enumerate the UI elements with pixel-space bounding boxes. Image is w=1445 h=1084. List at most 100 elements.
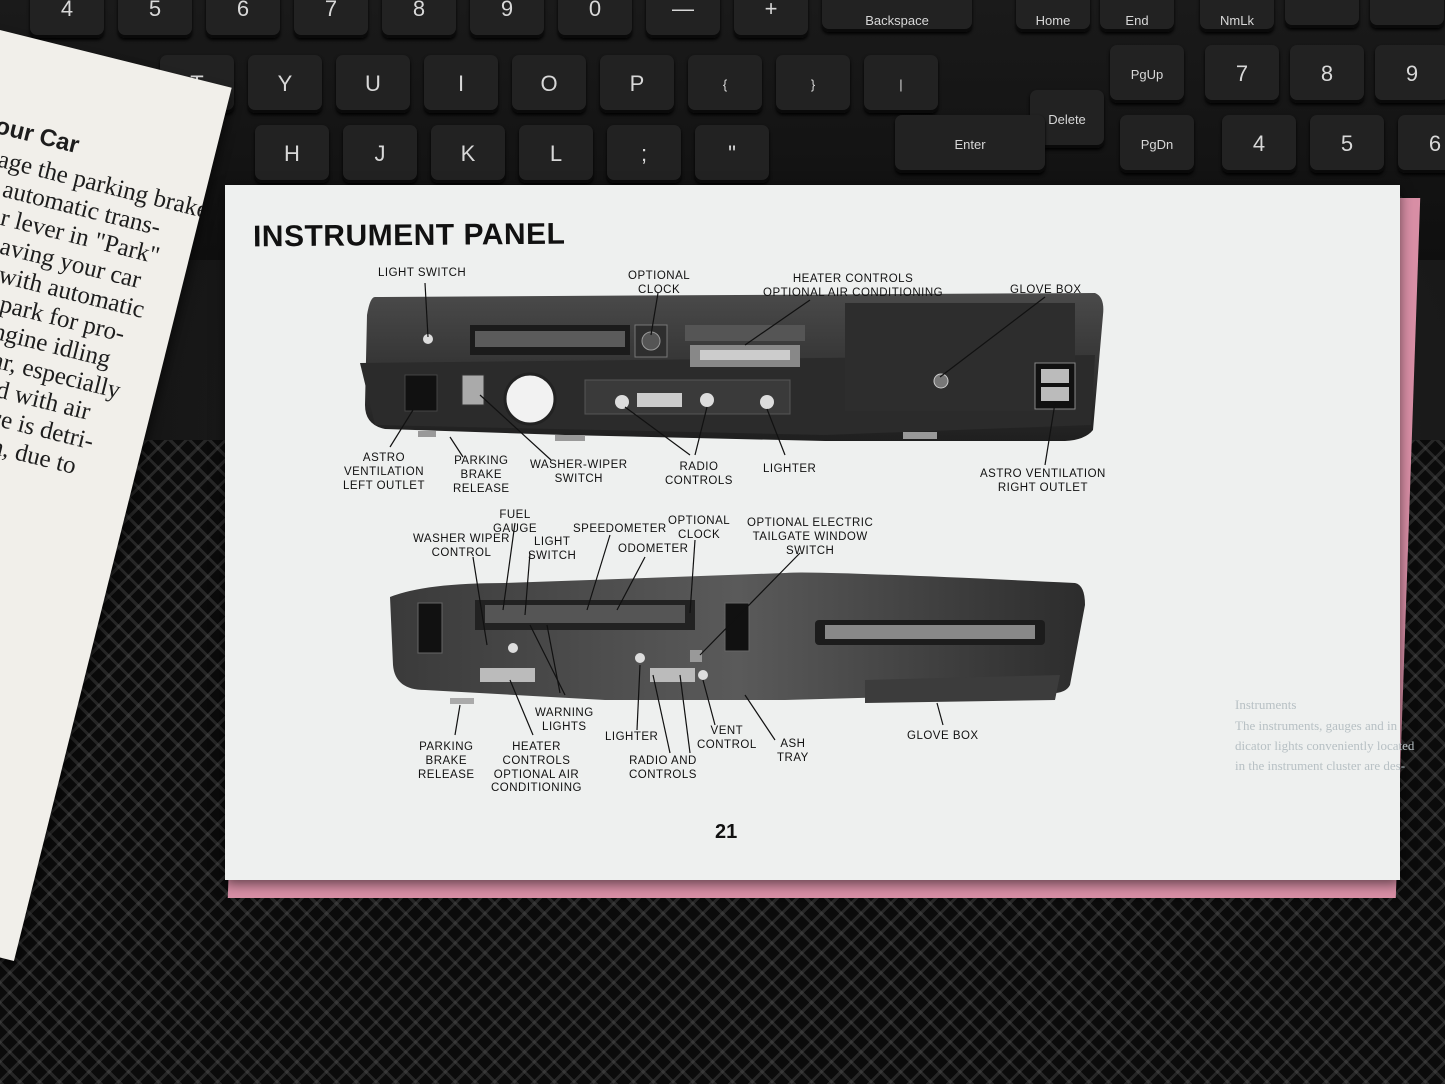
label-light-switch: LIGHT SWITCH [378,267,467,279]
top-dash-leader-lines [389,282,1056,466]
key-label: 6 [236,0,250,21]
key-label: End [1125,13,1149,28]
label-fuel-gauge: FUEL GAUGE [493,509,538,535]
label-speedometer: SPEEDOMETER [573,523,667,535]
key-label: 8 [1320,61,1334,86]
key-label: Backspace [865,13,929,28]
key-label: Home [1035,13,1071,28]
key-6: 6 [206,0,280,38]
label-heater-controls-bottom: HEATER CONTROLS OPTIONAL AIR CONDITIONIN… [491,741,582,795]
label-warning-lights: WARNING LIGHTS [535,707,594,733]
label-ash-tray: ASH TRAY [777,738,809,764]
key-plus: + [734,0,808,38]
key-label: 6 [1428,131,1442,156]
label-astro-ventilation-right: ASTRO VENTILATION RIGHT OUTLET [980,468,1106,494]
key-num8: 8 [1290,45,1364,103]
key-label: O [540,71,558,96]
key-label: | [899,76,903,92]
label-optional-clock-bottom: OPTIONAL CLOCK [668,515,731,541]
label-light-switch-bottom: LIGHT SWITCH [528,536,577,562]
key-star [1370,0,1444,28]
key-bracket-left: { [688,55,762,113]
bottom-dash-leader-lines [454,522,944,754]
key-numlock: NmLk [1200,0,1274,32]
key-enter: Enter [895,115,1045,173]
key-label: — [672,0,694,21]
key-minus: — [646,0,720,38]
top-dashboard-illustration [360,282,1104,754]
key-label: Enter [954,136,986,152]
key-quote: " [695,125,769,183]
label-odometer: ODOMETER [618,543,689,555]
key-num9: 9 [1375,45,1445,103]
key-label: Y [277,71,293,96]
key-label: 4 [1252,131,1266,156]
bleed-through-line: in the instrument cluster are des- [1235,758,1406,773]
label-heater-controls: HEATER CONTROLS OPTIONAL AIR CONDITIONIN… [763,273,944,299]
key-label: + [764,0,778,21]
key-label: K [460,141,476,166]
key-label: 9 [1405,61,1419,86]
key-label: U [365,71,381,96]
key-l: L [519,125,593,183]
key-label: 0 [588,0,602,21]
key-y: Y [248,55,322,113]
key-i: I [424,55,498,113]
key-7: 7 [294,0,368,38]
label-washer-wiper-control: WASHER WIPER CONTROL [413,533,510,559]
key-label: J [374,141,386,166]
key-label: } [810,76,816,92]
bleed-through-heading: Instruments [1235,697,1297,712]
key-semicolon: ; [607,125,681,183]
key-label: 9 [500,0,514,21]
key-label: PgUp [1130,66,1164,82]
key-bracket-right: } [776,55,850,113]
key-4: 4 [30,0,104,38]
key-8: 8 [382,0,456,38]
key-pipe: | [864,55,938,113]
key-num4: 4 [1222,115,1296,173]
label-vent-control: VENT CONTROL [697,725,757,751]
key-j: J [343,125,417,183]
key-label: L [549,141,563,166]
key-label: H [284,141,300,166]
label-optional-clock: OPTIONAL CLOCK [628,270,691,296]
label-glove-box: GLOVE BOX [1010,284,1082,296]
key-label: 4 [60,0,74,21]
label-radio-controls: RADIO CONTROLS [665,461,733,487]
key-label: I [457,71,465,96]
bottom-dashboard-illustration [390,572,1085,704]
key-num7: 7 [1205,45,1279,103]
key-label: Delete [1048,111,1086,127]
key-backspace: Backspace [822,0,972,32]
label-lighter: LIGHTER [763,463,817,475]
label-parking-brake-release-bottom: PARKING BRAKE RELEASE [418,741,475,781]
label-lighter-bottom: LIGHTER [605,731,659,743]
key-pgdn: PgDn [1120,115,1194,173]
key-pgup: PgUp [1110,45,1184,103]
bleed-through-line: dicator lights conveniently located [1235,738,1415,753]
key-0: 0 [558,0,632,38]
key-h: H [255,125,329,183]
label-parking-brake-release: PARKING BRAKE RELEASE [453,455,510,495]
key-9: 9 [470,0,544,38]
key-label: P [629,71,645,96]
key-home: Home [1016,0,1090,32]
key-5: 5 [118,0,192,38]
label-washer-wiper-switch: WASHER-WIPER SWITCH [530,459,628,485]
top-dash-body [360,293,1104,441]
key-u: U [336,55,410,113]
key-label: 7 [1235,61,1249,86]
key-p: P [600,55,674,113]
key-slash [1285,0,1359,28]
key-label: 5 [1340,131,1354,156]
right-page: INSTRUMENT PANEL Instruments The instrum… [225,185,1414,880]
label-radio-and-controls: RADIO AND CONTROLS [629,755,697,781]
key-num5: 5 [1310,115,1384,173]
key-num6: 6 [1398,115,1445,173]
key-label: NmLk [1220,13,1254,28]
bleed-through-line: The instruments, gauges and in [1235,718,1398,733]
key-label: PgDn [1140,136,1174,152]
page-number: 21 [715,821,738,843]
